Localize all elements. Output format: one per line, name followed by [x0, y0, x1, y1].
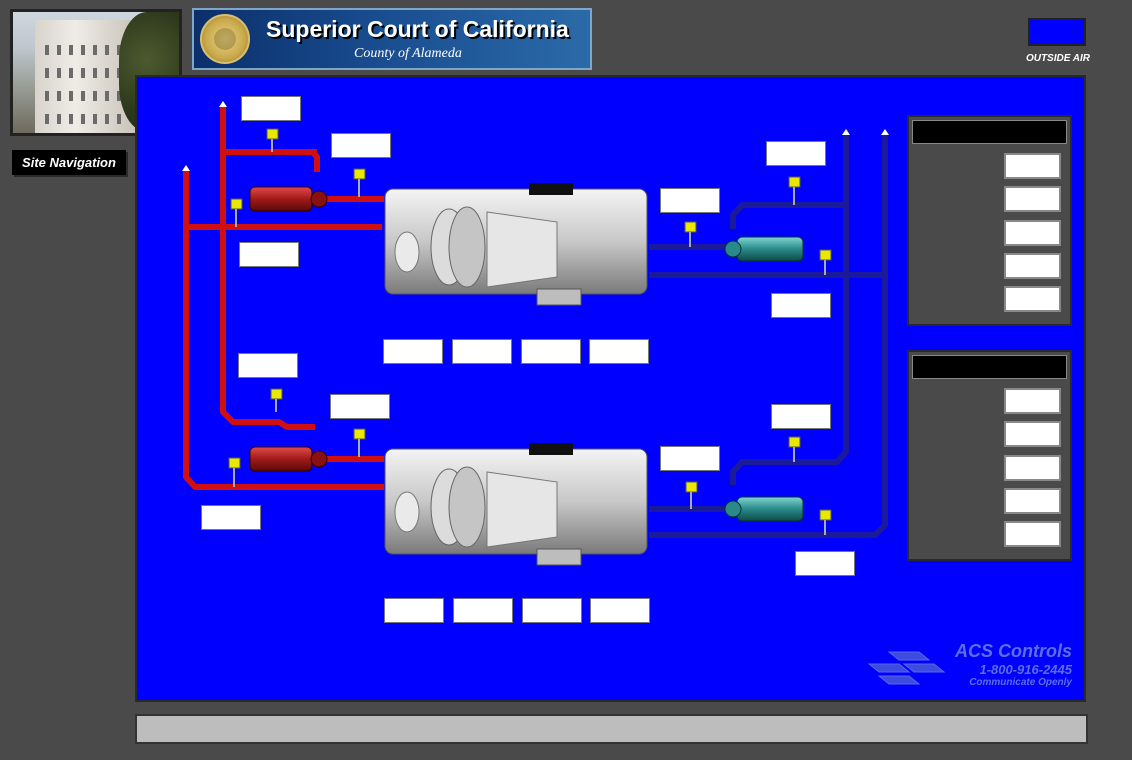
- panel-value[interactable]: [1004, 220, 1061, 246]
- site-navigation-button[interactable]: Site Navigation: [12, 150, 126, 175]
- chiller-2-graphic: [384, 443, 648, 566]
- condenser-pump-1: [249, 186, 328, 212]
- building-image: [35, 20, 135, 133]
- chilled-pump-2-status[interactable]: [660, 446, 720, 471]
- chiller-2-readout[interactable]: [453, 598, 513, 623]
- chilled-water-piping: [649, 135, 888, 538]
- chilled-return-temp-1[interactable]: [771, 293, 831, 318]
- chilled-return-arrow: [881, 129, 889, 135]
- condenser-supply-temp-2[interactable]: [238, 353, 298, 378]
- piping-graphics: [182, 101, 889, 566]
- chiller-2-readout[interactable]: [522, 598, 582, 623]
- condenser-supply-temp[interactable]: [241, 96, 301, 121]
- chiller-1-graphic: [384, 183, 648, 306]
- condenser-return-temp-1[interactable]: [239, 242, 299, 267]
- panel-value[interactable]: [1004, 421, 1061, 447]
- chiller-1-readout[interactable]: [452, 339, 512, 364]
- court-banner: Superior Court of California County of A…: [192, 8, 592, 70]
- chiller-1-readout[interactable]: [521, 339, 581, 364]
- chilled-pump-2: [724, 496, 804, 522]
- panel-value[interactable]: [1004, 153, 1061, 179]
- chiller-2-readout[interactable]: [384, 598, 444, 623]
- chilled-return-temp-2[interactable]: [795, 551, 855, 576]
- panel-value[interactable]: [1004, 488, 1061, 514]
- condenser-return-temp-2[interactable]: [201, 505, 261, 530]
- acs-phone: 1-800-916-2445: [979, 662, 1072, 677]
- acs-branding: ACS Controls 1-800-916-2445 Communicate …: [955, 641, 1072, 688]
- acs-tagline: Communicate Openly: [969, 677, 1072, 688]
- panel-value[interactable]: [1004, 521, 1061, 547]
- panel-value[interactable]: [1004, 455, 1061, 481]
- chilled-pump-1-status[interactable]: [660, 188, 720, 213]
- page-title: Superior Court of California: [266, 16, 569, 42]
- acs-company: ACS Controls: [955, 641, 1072, 661]
- condenser-water-piping: [183, 107, 384, 490]
- sensors: [228, 128, 832, 535]
- condenser-supply-arrow: [219, 101, 227, 107]
- condenser-pump-2-status[interactable]: [330, 394, 390, 419]
- site-navigation-label: Site Navigation: [22, 155, 116, 170]
- court-seal-icon: [200, 14, 250, 64]
- chilled-supply-arrow: [842, 129, 850, 135]
- panel-title: [912, 120, 1067, 144]
- acs-logo-icon: [867, 651, 946, 685]
- condenser-pump-1-status[interactable]: [331, 133, 391, 158]
- chiller-2-readout[interactable]: [590, 598, 650, 623]
- page-subtitle: County of Alameda: [354, 46, 462, 61]
- chiller-2-panel: [907, 350, 1072, 561]
- chiller-plant-diagram: ACS Controls 1-800-916-2445 Communicate …: [135, 75, 1086, 702]
- condenser-return-arrow: [182, 165, 190, 171]
- panel-value[interactable]: [1004, 286, 1061, 312]
- panel-value[interactable]: [1004, 253, 1061, 279]
- chilled-supply-temp-2[interactable]: [771, 404, 831, 429]
- building-photo: [10, 9, 182, 136]
- chilled-pump-1: [724, 236, 804, 262]
- panel-title: [912, 355, 1067, 379]
- outside-air-label: OUTSIDE AIR: [1025, 53, 1091, 64]
- chilled-supply-temp[interactable]: [766, 141, 826, 166]
- panel-value[interactable]: [1004, 388, 1061, 414]
- condenser-pump-2: [249, 446, 328, 472]
- status-bar: [135, 714, 1088, 744]
- outside-air-value[interactable]: [1028, 18, 1086, 46]
- chiller-1-readout[interactable]: [589, 339, 649, 364]
- chiller-1-panel: [907, 115, 1072, 326]
- panel-value[interactable]: [1004, 186, 1061, 212]
- chiller-1-readout[interactable]: [383, 339, 443, 364]
